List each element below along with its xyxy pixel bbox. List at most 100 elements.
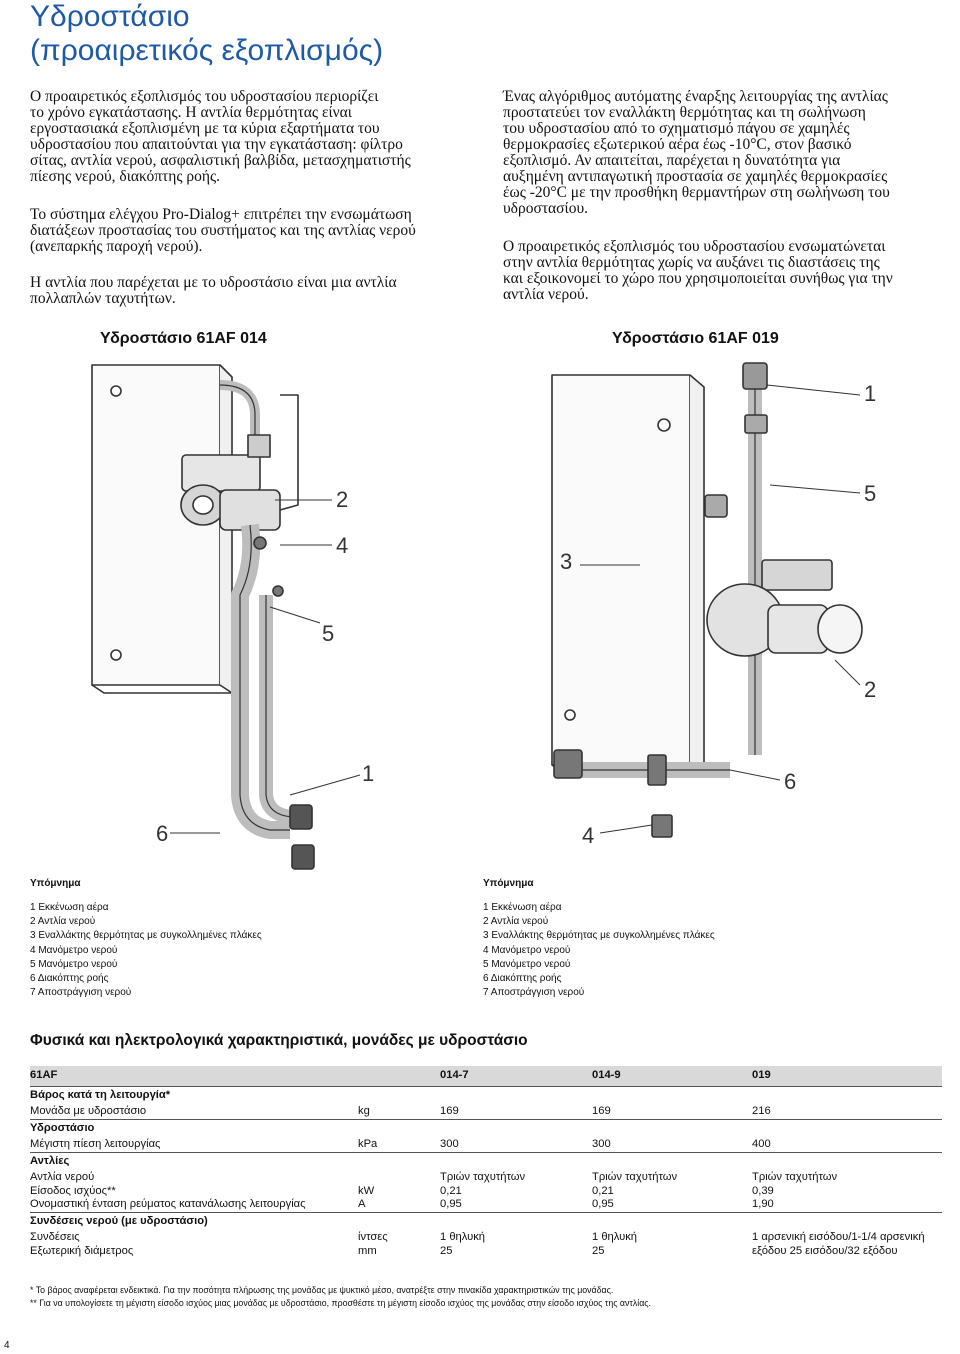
table-cell: 25 bbox=[440, 1244, 453, 1257]
table-row: Εξωτερική διάμετρος mm 25 25 εξόδου 25 ε… bbox=[30, 1245, 942, 1259]
left-paragraph-2: Το σύστημα ελέγχου Pro-Dialog+ επιτρέπει… bbox=[30, 207, 480, 255]
text-line: και εξοικονομεί το χώρο που χρησιμοποιεί… bbox=[503, 270, 893, 287]
table-cell: ίντσες bbox=[358, 1231, 388, 1243]
table-cell: Τριών ταχυτήτων bbox=[752, 1171, 838, 1183]
legend-item: 3 Εναλλάκτης θερμότητας με συγκολλημένες… bbox=[483, 930, 715, 942]
header-cell: 019 bbox=[752, 1066, 942, 1086]
table-group: Συνδέσεις νερού (με υδροστάσιο) bbox=[30, 1211, 942, 1231]
header-cell bbox=[358, 1066, 440, 1086]
group-title: Αντλίες bbox=[30, 1151, 942, 1171]
table-cell: kg bbox=[358, 1105, 370, 1117]
table-cell: 0,21 bbox=[592, 1184, 614, 1197]
callout-label: 6 bbox=[784, 769, 796, 794]
figure-2-title: Υδροστάσιο 61AF 019 bbox=[612, 330, 779, 347]
text-line: αντλία νερού. bbox=[503, 286, 589, 303]
table-group: Αντλίες bbox=[30, 1151, 942, 1171]
legend-title-2: Υπόμνημα bbox=[483, 878, 534, 889]
title-line-1: Υδροστάσιο bbox=[30, 0, 190, 33]
table-cell: 300 bbox=[592, 1138, 611, 1150]
hydronic-module-014-drawing: 2 4 5 1 6 bbox=[91, 364, 374, 870]
legend-item: 5 Μανόμετρο νερού bbox=[483, 958, 571, 970]
table-cell: Μονάδα με υδροστάσιο bbox=[30, 1105, 147, 1117]
table-cell: 0,95 bbox=[592, 1198, 614, 1210]
figure-1-title: Υδροστάσιο 61AF 014 bbox=[100, 330, 267, 347]
group-title: Υδροστάσιο bbox=[30, 1118, 942, 1138]
table-cell: 216 bbox=[752, 1105, 771, 1117]
table-cell: Συνδέσεις bbox=[30, 1231, 80, 1243]
table-cell: Τριών ταχυτήτων bbox=[440, 1171, 526, 1183]
callout-label: 2 bbox=[336, 487, 348, 512]
callout-label: 5 bbox=[322, 621, 334, 646]
table-cell: 1 αρσενική εισόδου/1-1/4 αρσενική bbox=[752, 1231, 925, 1243]
title-line-2: (προαιρετικός εξοπλισμός) bbox=[30, 34, 384, 67]
table-cell: 1 θηλυκή bbox=[592, 1231, 638, 1243]
text-line: Η αντλία που παρέχεται με το υδροστάσιο … bbox=[30, 274, 397, 291]
footnote: * Το βάρος αναφέρεται ενδεικτικά. Για τη… bbox=[30, 1285, 614, 1295]
legend-list-1: 1 Εκκένωση αέρα 2 Αντλία νερού 3 Εναλλάκ… bbox=[30, 901, 262, 1000]
spec-table-header: 61AF 014-7 014-9 019 bbox=[30, 1066, 942, 1086]
legend-list-2: 1 Εκκένωση αέρα 2 Αντλία νερού 3 Εναλλάκ… bbox=[483, 901, 715, 1000]
text-line: αυξημένη αντιπαγωτική προστασία σε χαμηλ… bbox=[503, 168, 888, 185]
legend-item: 5 Μανόμετρο νερού bbox=[30, 958, 118, 970]
text-line: εξοπλισμό. Αν απαιτείται, παρέχεται η δυ… bbox=[503, 152, 841, 169]
table-cell: 169 bbox=[440, 1105, 459, 1117]
text-line: σίτας, αντλία νερού, ασφαλιστική βαλβίδα… bbox=[30, 152, 411, 169]
text-line: πίεσης νερού, διακόπτης ροής. bbox=[30, 168, 220, 185]
table-group: Υδροστάσιο bbox=[30, 1118, 942, 1138]
page-title: Υδροστάσιο (προαιρετικός εξοπλισμός) bbox=[30, 0, 490, 68]
spec-table: 61AF 014-7 014-9 019 Βάρος κατά τη λειτο… bbox=[30, 1066, 942, 1258]
text-line: υδροστασίου που απαιτούνται για την εγκα… bbox=[30, 136, 403, 153]
table-row: Μέγιστη πίεση λειτουργίας kPa 300 300 40… bbox=[30, 1138, 942, 1152]
callout-label: 1 bbox=[362, 761, 374, 786]
table-cell: 0,21 bbox=[440, 1184, 462, 1197]
table-cell: Αντλία νερού bbox=[30, 1171, 95, 1183]
table-row: Συνδέσεις ίντσες 1 θηλυκή 1 θηλυκή 1 αρσ… bbox=[30, 1231, 942, 1245]
table-row: Είσοδος ισχύος** kW 0,21 0,21 0,39 bbox=[30, 1185, 942, 1199]
right-paragraph-1: Ένας αλγόριθμος αυτόματης έναρξης λειτου… bbox=[503, 89, 953, 217]
text-line: διατάξεων προστασίας του συστήματος και … bbox=[30, 222, 416, 239]
page-number: 4 bbox=[4, 1340, 10, 1351]
text-line: πολλαπλών ταχυτήτων. bbox=[30, 290, 176, 307]
left-paragraph-1: Ο προαιρετικός εξοπλισμός του υδροστασίο… bbox=[30, 89, 480, 185]
hydronic-module-019-drawing: 1 5 3 2 6 4 bbox=[551, 362, 876, 848]
footnote: ** Για να υπολογίσετε τη μέγιστη είσοδο … bbox=[30, 1298, 651, 1308]
legend-item: 2 Αντλία νερού bbox=[483, 916, 549, 928]
text-line: (ανεπαρκής παροχή νερού). bbox=[30, 238, 203, 255]
table-cell: Μέγιστη πίεση λειτουργίας bbox=[30, 1138, 161, 1150]
table-cell: Ονομαστική ένταση ρεύματος κατανάλωσης λ… bbox=[30, 1198, 306, 1210]
spec-section-title: Φυσικά και ηλεκτρολογικά χαρακτηριστικά,… bbox=[30, 1032, 528, 1049]
callout-label: 1 bbox=[864, 381, 876, 406]
table-cell: 169 bbox=[592, 1105, 611, 1117]
table-cell: 25 bbox=[592, 1244, 605, 1257]
right-paragraph-2: Ο προαιρετικός εξοπλισμός του υδροστασίο… bbox=[503, 239, 953, 303]
text-line: Ο προαιρετικός εξοπλισμός του υδροστασίο… bbox=[30, 88, 379, 105]
table-cell: Εξωτερική διάμετρος bbox=[30, 1244, 134, 1257]
legend-item: 3 Εναλλάκτης θερμότητας με συγκολλημένες… bbox=[30, 930, 262, 942]
footnotes: * Το βάρος αναφέρεται ενδεικτικά. Για τη… bbox=[30, 1284, 950, 1310]
table-cell: εξόδου 25 εισόδου/32 εξόδου bbox=[752, 1244, 898, 1257]
table-row: Αντλία νερού Τριών ταχυτήτων Τριών ταχυτ… bbox=[30, 1171, 942, 1185]
legend-item: 1 Εκκένωση αέρα bbox=[30, 902, 109, 913]
callout-label: 6 bbox=[156, 821, 168, 846]
text-line: έως -20°C με την προσθήκη θερμαντήρων στ… bbox=[503, 184, 890, 201]
table-cell: 300 bbox=[440, 1138, 459, 1150]
legend-item: 2 Αντλία νερού bbox=[30, 916, 96, 928]
legend-item: 7 Αποστράγγιση νερού bbox=[483, 987, 585, 999]
table-group: Βάρος κατά τη λειτουργία* bbox=[30, 1085, 942, 1105]
legend-item: 6 Διακόπτης ροής bbox=[483, 973, 562, 985]
table-cell: Τριών ταχυτήτων bbox=[592, 1171, 678, 1183]
table-cell: 400 bbox=[752, 1138, 771, 1150]
left-paragraph-3: Η αντλία που παρέχεται με το υδροστάσιο … bbox=[30, 275, 480, 307]
legend-item: 4 Μανόμετρο νερού bbox=[30, 944, 118, 956]
header-cell: 014-7 bbox=[440, 1066, 592, 1086]
text-line: Το σύστημα ελέγχου Pro-Dialog+ επιτρέπει… bbox=[30, 206, 412, 223]
text-line: Ο προαιρετικός εξοπλισμός του υδροστασίο… bbox=[503, 238, 886, 255]
table-cell bbox=[358, 1171, 440, 1185]
header-cell: 61AF bbox=[30, 1066, 358, 1086]
text-line: υδροστασίου. bbox=[503, 200, 588, 217]
callout-label: 3 bbox=[560, 549, 572, 574]
callout-label: 2 bbox=[864, 677, 876, 702]
legend-item: 6 Διακόπτης ροής bbox=[30, 973, 109, 985]
table-cell: 0,39 bbox=[752, 1184, 774, 1197]
group-title: Βάρος κατά τη λειτουργία* bbox=[30, 1085, 942, 1105]
